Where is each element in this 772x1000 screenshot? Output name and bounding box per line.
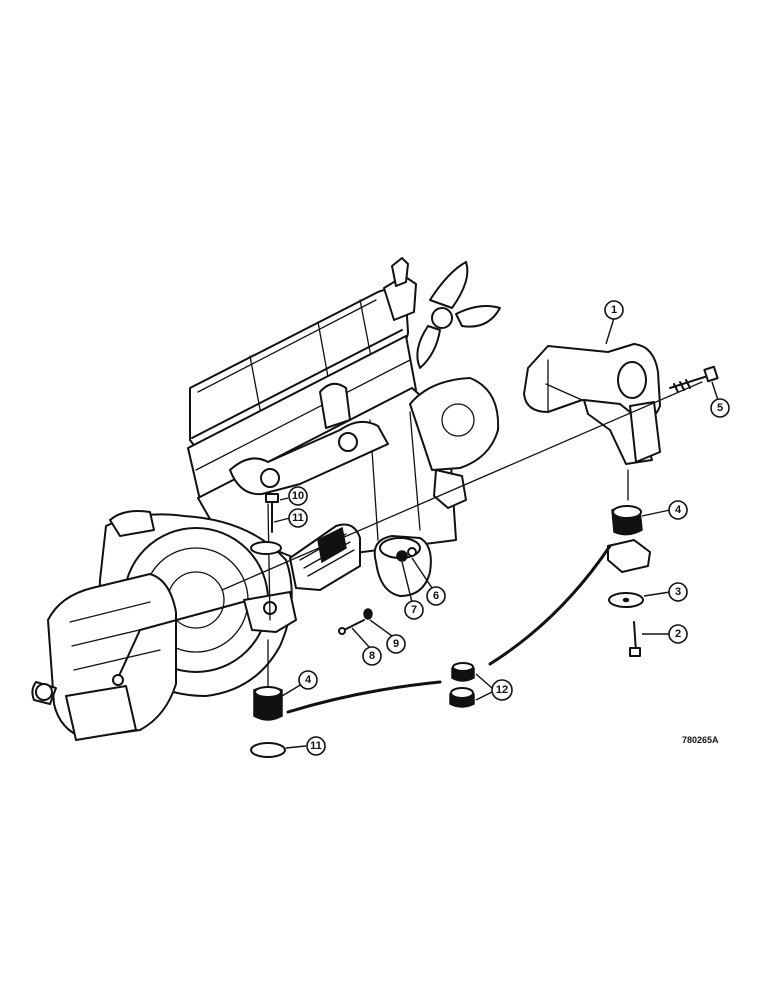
callout-11-upper-label: 11 (292, 512, 304, 524)
rear-mount-parts (250, 493, 286, 758)
callout-11-lower: 11 (285, 736, 326, 756)
callout-7: 7 (401, 561, 424, 620)
side-fasteners (338, 547, 417, 635)
flow-curve-left (286, 680, 442, 714)
callout-8: 8 (351, 627, 382, 666)
callout-9-label: 9 (393, 638, 399, 650)
callout-4-upper: 4 (641, 500, 688, 520)
callout-5: 5 (710, 381, 730, 418)
callout-4-lower: 4 (281, 670, 318, 697)
mount-insulators-12 (449, 662, 475, 708)
washer-3-hole (622, 597, 630, 603)
callout-10: 10 (279, 486, 308, 506)
flow-curve-right (488, 544, 612, 666)
callout-9: 9 (369, 619, 406, 654)
callout-3-label: 3 (675, 586, 681, 598)
callout-3: 3 (643, 582, 688, 602)
reference-code: 780265A (682, 735, 719, 745)
callout-2: 2 (642, 624, 688, 644)
callout-6-label: 6 (433, 590, 439, 602)
front-mount-bracket (523, 343, 661, 465)
mount-insulator-upper (607, 505, 651, 573)
mount-bolt-lower (629, 621, 641, 657)
callout-4-lower-label: 4 (305, 674, 312, 686)
callout-2-label: 2 (675, 628, 681, 640)
callout-12: 12 (475, 673, 513, 701)
callout-5-label: 5 (717, 402, 723, 414)
callout-4-upper-label: 4 (675, 504, 682, 516)
callout-8-label: 8 (369, 650, 375, 662)
callout-1: 1 (604, 300, 624, 345)
callout-6: 6 (411, 557, 446, 606)
callout-12-label: 12 (496, 684, 508, 696)
callout-7-label: 7 (411, 604, 417, 616)
mount-bolt-front (669, 365, 719, 393)
callout-10-label: 10 (292, 490, 304, 502)
alignment-line (221, 381, 703, 591)
callout-1-label: 1 (611, 304, 617, 316)
callout-11-lower-label: 11 (310, 740, 322, 752)
callout-11-upper: 11 (273, 508, 308, 528)
